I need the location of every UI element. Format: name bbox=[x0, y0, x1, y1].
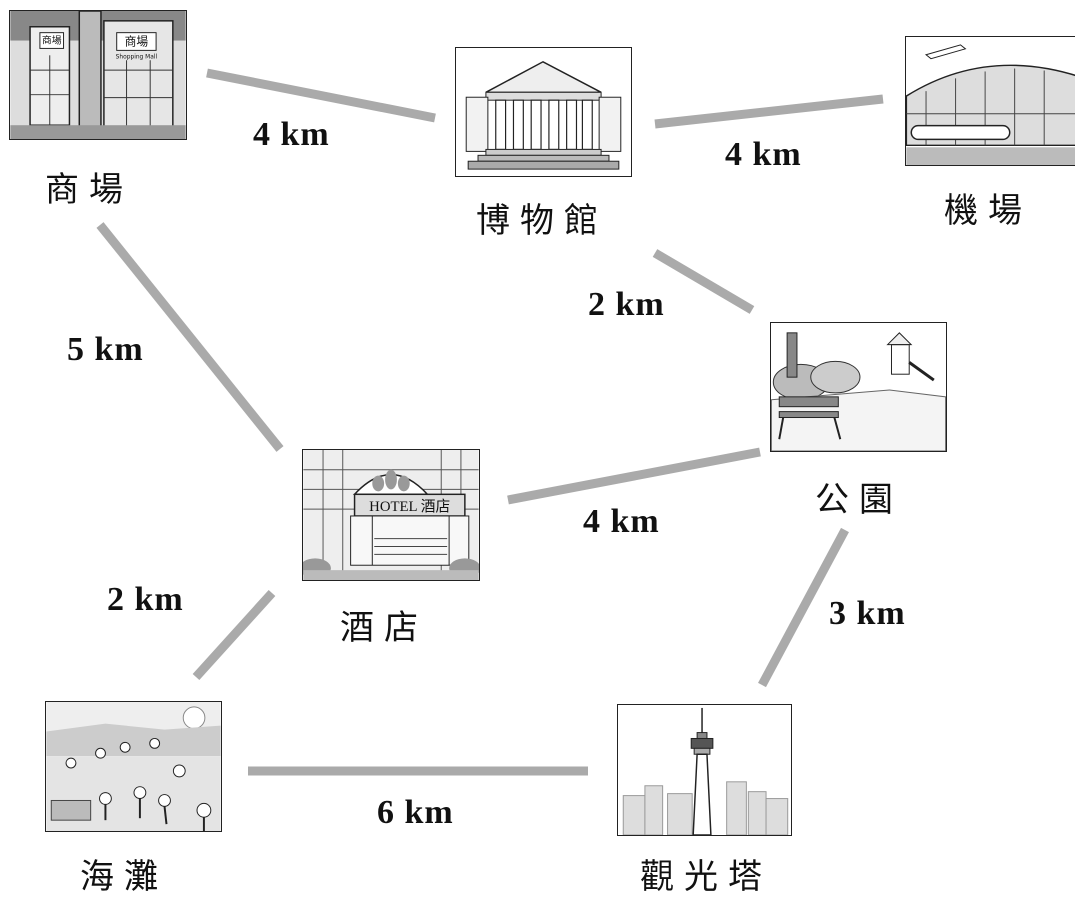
label-park: 公園 bbox=[815, 480, 903, 520]
edge-park-tower bbox=[758, 527, 849, 688]
distance-beach-tower: 6 km bbox=[377, 794, 454, 831]
distance-museum-park: 2 km bbox=[588, 286, 665, 323]
edge-hotel-park bbox=[507, 447, 761, 505]
hotel-picture: HOTEL 酒店 bbox=[302, 449, 480, 581]
label-mall: 商場 bbox=[45, 170, 133, 210]
label-beach: 海灘 bbox=[80, 857, 168, 897]
mall-sign-text-2: 商場 bbox=[125, 34, 149, 48]
mall-picture: 商場 商場 Shopping Mall bbox=[9, 10, 187, 140]
mall-sign-sub-text: Shopping Mall bbox=[116, 54, 158, 60]
edge-museum-park bbox=[652, 249, 755, 314]
hotel-sign-text: HOTEL 酒店 bbox=[369, 498, 450, 515]
label-museum: 博物館 bbox=[476, 201, 608, 241]
distance-hotel-beach: 2 km bbox=[107, 581, 184, 618]
distance-mall-hotel: 5 km bbox=[67, 331, 144, 368]
distance-mall-museum: 4 km bbox=[253, 116, 330, 153]
edge-mall-hotel bbox=[96, 222, 284, 452]
distance-museum-airport: 4 km bbox=[725, 136, 802, 173]
label-tower: 觀光塔 bbox=[640, 857, 772, 897]
beach-picture bbox=[45, 701, 222, 832]
label-airport: 機場 bbox=[944, 191, 1032, 231]
tower-picture bbox=[617, 704, 792, 836]
mall-sign-text-1: 商場 bbox=[42, 33, 62, 46]
airport-picture bbox=[905, 36, 1075, 166]
distance-park-tower: 3 km bbox=[829, 595, 906, 632]
edge-mall-museum bbox=[206, 68, 436, 123]
distance-hotel-park: 4 km bbox=[583, 503, 660, 540]
label-hotel: 酒店 bbox=[340, 608, 428, 648]
park-picture bbox=[770, 322, 947, 452]
edge-museum-airport bbox=[654, 94, 884, 129]
edge-hotel-beach bbox=[192, 589, 276, 681]
museum-picture bbox=[455, 47, 632, 177]
